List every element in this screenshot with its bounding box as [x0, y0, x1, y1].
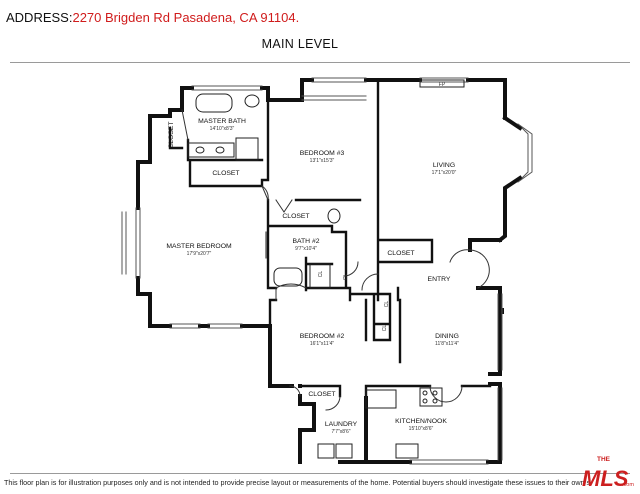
interior-wall: [168, 78, 492, 406]
laundry-dim: 7'7"x8'6": [331, 429, 350, 435]
bottom-divider: [10, 473, 630, 474]
fireplace-label: FP: [439, 82, 446, 88]
doors: [181, 109, 490, 411]
dining-label: DINING: [435, 333, 459, 340]
master-bath-dim: 14'10"x8'3": [210, 126, 235, 132]
master-bedroom-label: MASTER BEDROOM: [166, 243, 232, 250]
kitchen-label: KITCHEN/NOOK: [395, 418, 447, 425]
mls-logo: THE MLS .com: [582, 456, 634, 490]
address-label: ADDRESS:: [6, 10, 73, 25]
dining-dim: 11'8"x11'4": [435, 341, 459, 347]
kitchen-dim: 15'10"x8'6": [409, 426, 434, 432]
mls-logo-main: MLS: [582, 466, 629, 490]
bath2-label: BATH #2: [292, 238, 319, 245]
closet-living-label: CLOSET: [387, 250, 414, 257]
address-value: 2270 Brigden Rd Pasadena, CA 91104.: [72, 10, 300, 25]
closet-b3-label: CLOSET: [282, 213, 309, 220]
cl-3-label: CL: [384, 301, 390, 308]
living-label: LIVING: [433, 162, 455, 169]
bedroom2-dim: 16'1"x11'4": [310, 341, 334, 347]
cl-4-label: CL: [382, 325, 388, 332]
exterior-wall: [136, 78, 523, 464]
bedroom3-label: BEDROOM #3: [300, 150, 345, 157]
top-divider: [10, 62, 630, 63]
mls-logo-top: THE: [597, 456, 611, 463]
living-dim: 17'1"x20'0": [432, 170, 457, 176]
mls-logo-suffix: .com: [622, 482, 634, 488]
closet-left-label: CLOSET: [168, 121, 175, 148]
fixtures: [187, 79, 465, 459]
level-title: MAIN LEVEL: [261, 37, 339, 51]
bath2-dim: 9'7"x10'4": [295, 246, 317, 252]
laundry-label: LAUNDRY: [325, 421, 358, 428]
cl-2-label: CL: [318, 271, 324, 278]
address-line: ADDRESS:2270 Brigden Rd Pasadena, CA 911…: [6, 10, 299, 25]
cl-1-label: CL: [343, 274, 349, 281]
master-bedroom-dim: 17'9"x20'7": [187, 251, 212, 257]
room-labels: MASTER BATH 14'10"x8'3" CLOSET CLOSET BE…: [166, 82, 459, 435]
closet-mb-label: CLOSET: [212, 170, 239, 177]
windows: [121, 77, 533, 465]
master-bath-label: MASTER BATH: [198, 118, 246, 125]
entry-label: ENTRY: [428, 276, 451, 283]
closet-laundry-label: CLOSET: [308, 391, 335, 398]
bedroom2-label: BEDROOM #2: [300, 333, 345, 340]
disclaimer: This floor plan is for illustration purp…: [4, 478, 591, 487]
bedroom3-dim: 13'1"x15'3": [310, 158, 335, 164]
